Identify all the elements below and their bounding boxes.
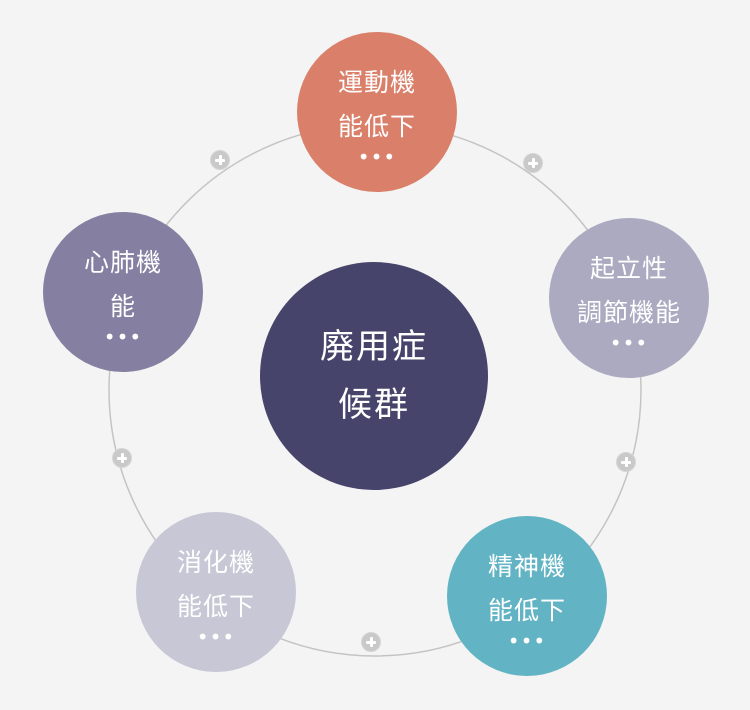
node-motor[interactable]: 運動機 能低下 ••• [297, 32, 457, 192]
node-label-line-2: 能低下 [337, 112, 416, 141]
plus-icon[interactable] [112, 448, 132, 468]
node-label-line-2: 能低下 [176, 592, 255, 621]
plus-icon[interactable] [616, 452, 636, 472]
center-label-line-2: 候群 [338, 385, 410, 425]
plus-icon[interactable] [361, 632, 381, 652]
node-label-line-1: 起立性 [589, 254, 668, 283]
node-label-line-1: 消化機 [176, 548, 255, 577]
node-label-line-2: 調節機能 [576, 298, 681, 327]
more-icon[interactable]: ••• [357, 145, 397, 169]
more-icon[interactable]: ••• [103, 325, 143, 349]
plus-icon[interactable] [523, 153, 543, 173]
plus-icon[interactable] [210, 150, 230, 170]
node-label-line-1: 心肺機 [83, 248, 162, 277]
more-icon[interactable]: ••• [609, 331, 649, 355]
node-label-line-2: 能低下 [487, 596, 566, 625]
node-label-line-1: 運動機 [337, 68, 416, 97]
more-icon[interactable]: ••• [507, 629, 547, 653]
node-cardiopulmonary[interactable]: 心肺機 能 ••• [43, 212, 203, 372]
center-node: 廃用症 候群 [260, 262, 488, 490]
more-icon[interactable]: ••• [196, 625, 236, 649]
node-digestive[interactable]: 消化機 能低下 ••• [136, 512, 296, 672]
node-orthostatic[interactable]: 起立性 調節機能 ••• [549, 218, 709, 378]
node-mental[interactable]: 精神機 能低下 ••• [447, 516, 607, 676]
node-label-line-2: 能 [109, 292, 136, 321]
center-label-line-1: 廃用症 [320, 327, 428, 367]
node-label-line-1: 精神機 [487, 552, 566, 581]
